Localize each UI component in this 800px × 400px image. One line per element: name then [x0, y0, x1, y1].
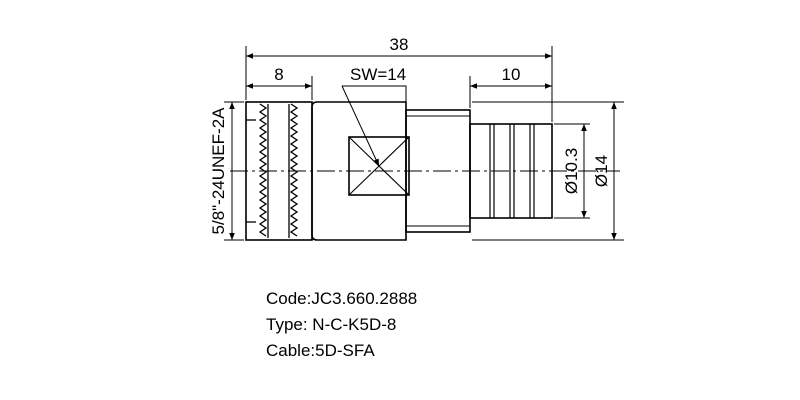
spec-block: Code:JC3.660.2888 Type: N-C-K5D-8 Cable:…	[266, 286, 417, 364]
crimp-sleeve	[469, 123, 553, 219]
wrench-size-label: SW=14	[350, 65, 406, 84]
wrench-flat	[348, 136, 410, 196]
cable-end-length-label: 10	[502, 65, 521, 84]
code-line: Code:JC3.660.2888	[266, 289, 418, 308]
dimension-lines	[229, 53, 617, 240]
outer-diameter-label: Ø14	[592, 155, 611, 187]
inner-diameter-label: Ø10.3	[562, 148, 581, 194]
extension-lines	[224, 46, 624, 241]
overall-length-label: 38	[390, 35, 409, 54]
thread-length-label: 8	[274, 65, 283, 84]
type-line: Type: N-C-K5D-8	[266, 315, 397, 334]
hex-body	[311, 101, 407, 241]
thread-spec-label: 5/8"-24UNEF-2A	[209, 107, 228, 235]
sw-leader	[342, 85, 407, 102]
cable-line: Cable:5D-SFA	[266, 341, 375, 360]
